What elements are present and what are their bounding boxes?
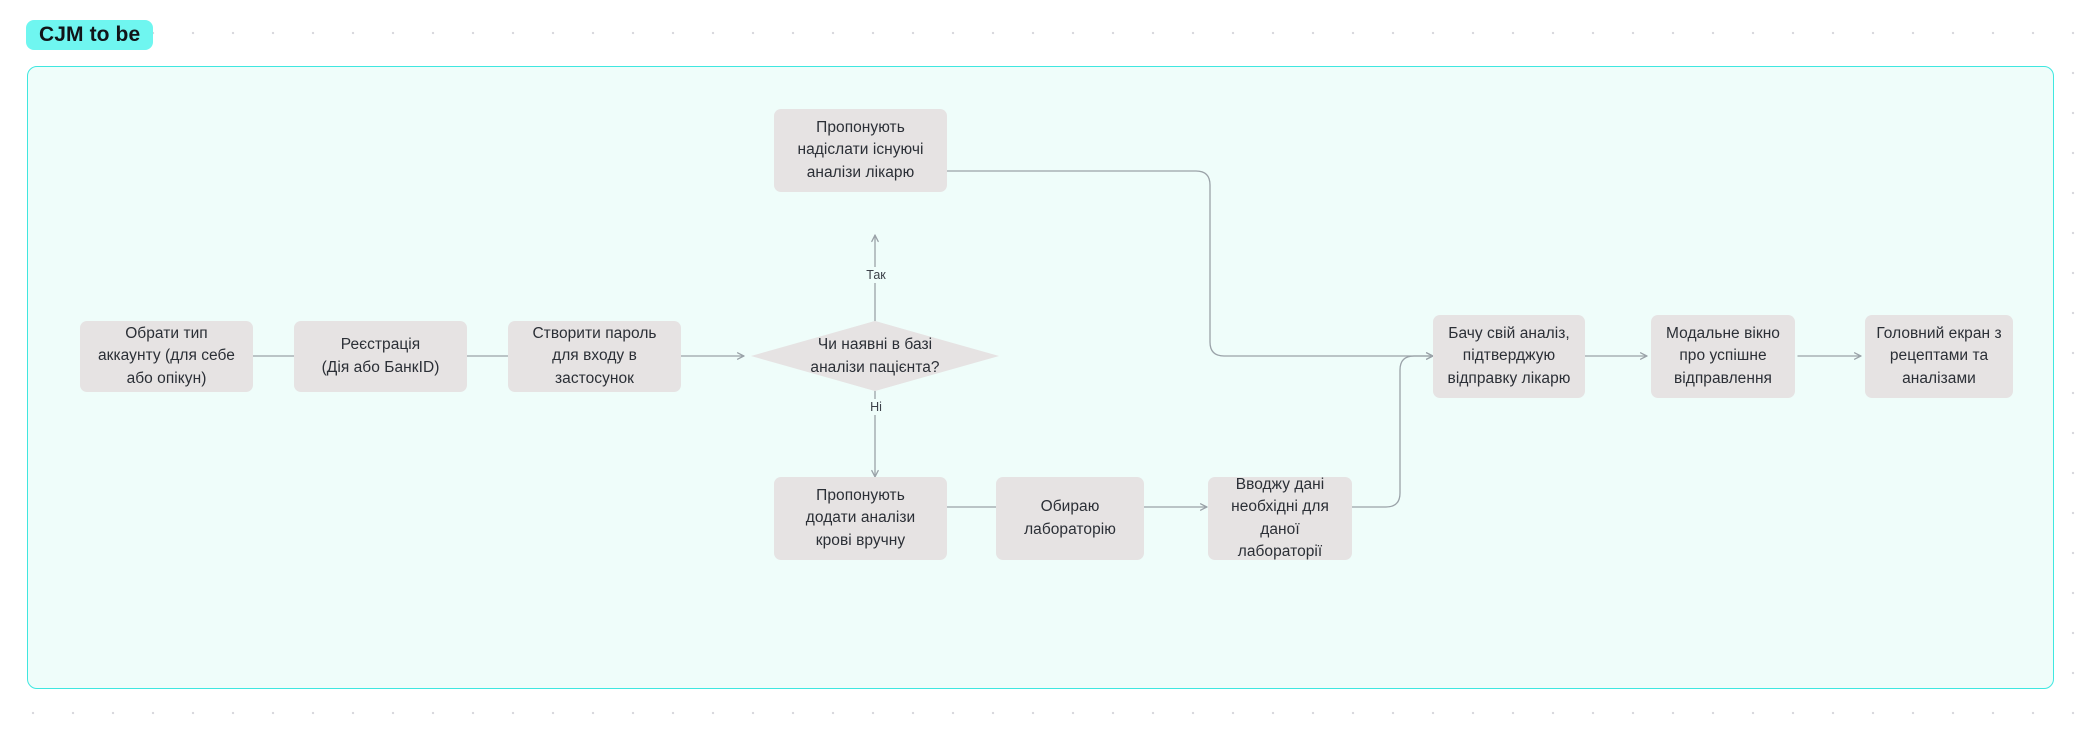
edge-n8-n9 <box>1351 352 1434 508</box>
node-choose-laboratory[interactable]: Обираю лабораторію <box>996 477 1144 560</box>
node-offer-add-blood-analyses[interactable]: Пропонують додати аналізи крові вручну <box>774 477 947 560</box>
node-offer-send-existing-analyses[interactable]: Пропонують надіслати існуючі аналізи лік… <box>774 109 947 192</box>
node-create-password[interactable]: Створити пароль для входу в застосунок <box>508 321 681 392</box>
frame-title-badge[interactable]: CJM to be <box>26 20 154 50</box>
edge-label-no: Ні <box>854 399 898 415</box>
diagram-frame[interactable]: Обрати тип аккаунту (для себе або опікун… <box>27 66 2054 689</box>
edge-n5-n9 <box>946 170 1434 360</box>
node-registration[interactable]: Реєстрація (Дія або БанкID) <box>294 321 467 392</box>
node-enter-lab-data[interactable]: Вводжу дані необхідні для даної лаборато… <box>1208 476 1352 560</box>
node-main-screen[interactable]: Головний екран з рецептами та аналізами <box>1865 315 2013 398</box>
edge-label-yes: Так <box>854 267 898 283</box>
node-see-analysis-confirm-send[interactable]: Бачу свій аналіз, підтверджую відправку … <box>1433 315 1585 398</box>
node-modal-success[interactable]: Модальне вікно про успішне відправлення <box>1651 315 1795 398</box>
node-select-account-type[interactable]: Обрати тип аккаунту (для себе або опікун… <box>80 321 253 392</box>
connector-layer <box>252 170 1862 511</box>
decision-diamond-shape <box>751 321 999 391</box>
